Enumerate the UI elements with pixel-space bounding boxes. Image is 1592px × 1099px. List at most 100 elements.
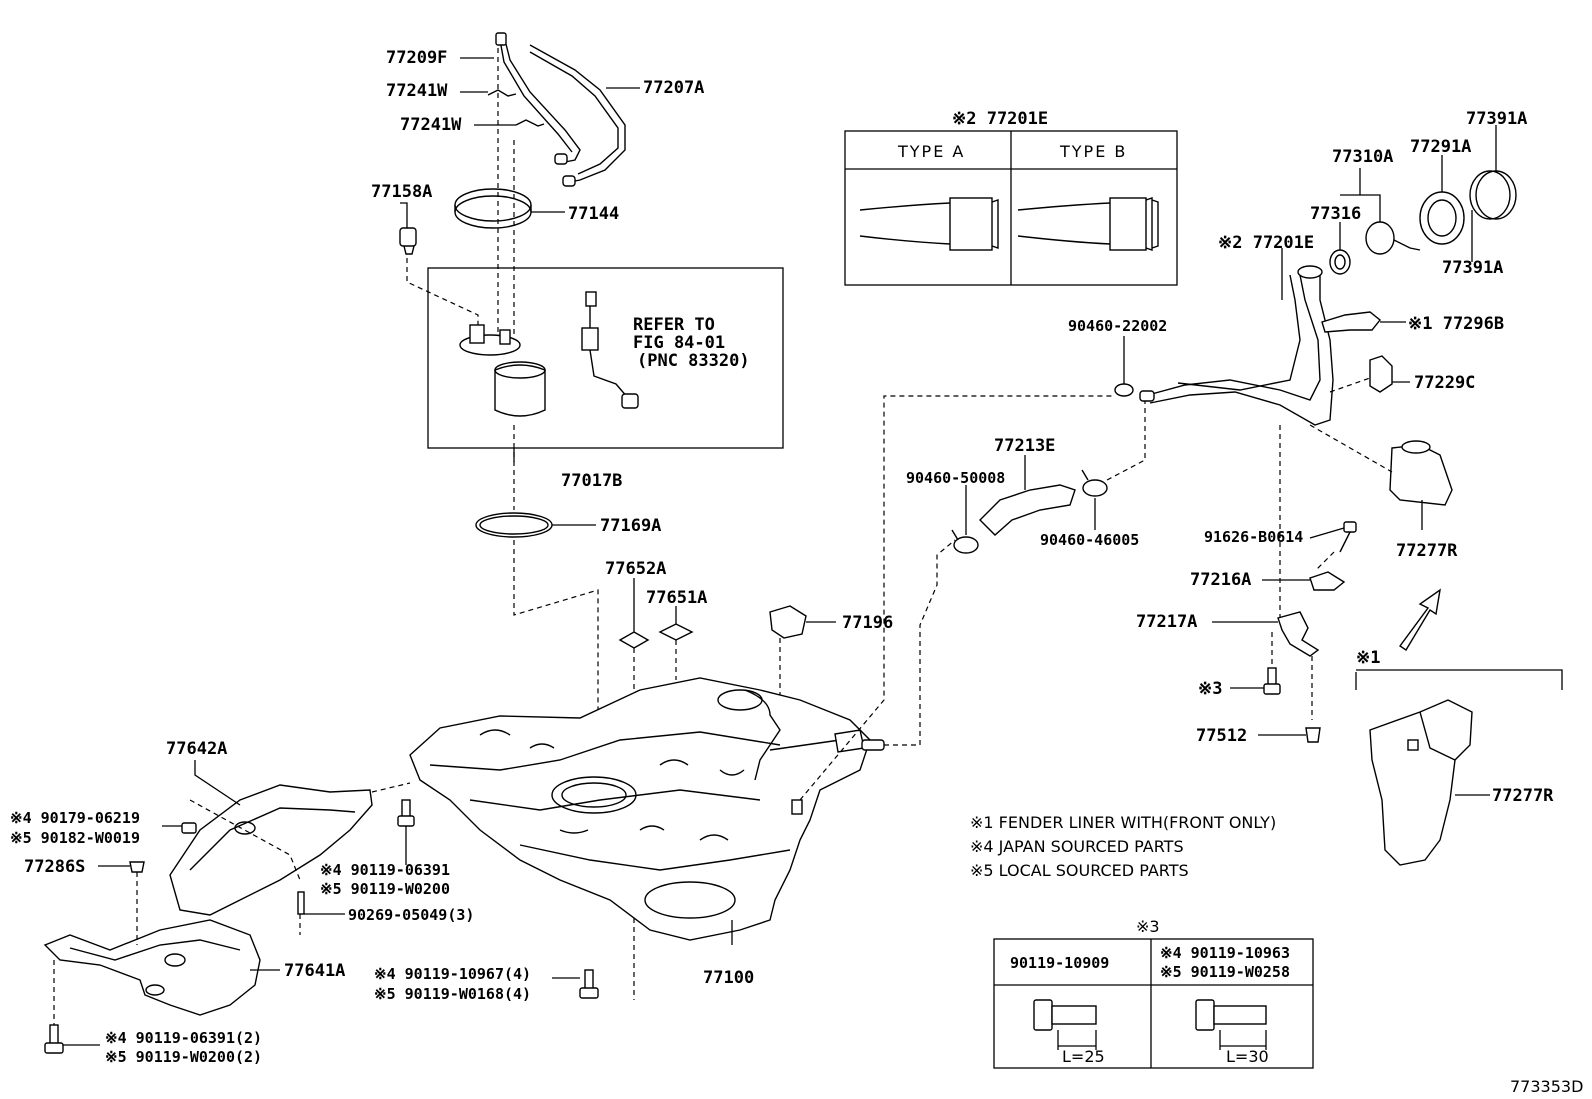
x3-table-title: ※3 — [1136, 917, 1160, 936]
bolt-490179-label: ※4 90179-06219 — [10, 809, 140, 827]
part-77017b-label: 77017B — [561, 471, 622, 491]
part-77391a-bottom-label: 77391A — [1442, 258, 1503, 278]
bolt-90269-05049 — [297, 891, 305, 915]
part-77229c-label: 77229C — [1414, 373, 1475, 393]
part-77296b-label: ※1 77296B — [1408, 314, 1504, 334]
fuel-pump-tube-77207a — [495, 32, 626, 187]
part-77217a-label: 77217A — [1136, 612, 1197, 632]
clamp-90460-22002 — [1114, 383, 1134, 397]
refer-pnc-text: (PNC 83320) — [637, 351, 750, 371]
part-77158a-label: 77158A — [371, 182, 432, 202]
fuel-pump-assembly-box — [427, 267, 784, 449]
bolt-90119-10967 — [579, 969, 599, 999]
pad-77652a — [618, 631, 650, 649]
bolt-90119-06391 — [397, 799, 415, 827]
part-77316-label: 77316 — [1310, 204, 1361, 224]
type-a-fitting — [859, 197, 999, 251]
bolt-590119-w0200-label: ※5 90119-W0200 — [320, 880, 450, 898]
bolt-x3 — [1263, 667, 1281, 695]
clamp-90460-22002-label: 90460-22002 — [1068, 317, 1167, 335]
gasket-77316 — [1329, 249, 1351, 275]
part-77642a-label: 77642A — [166, 739, 227, 759]
ring-77291a — [1419, 191, 1465, 245]
retainer-ring-77144 — [454, 188, 532, 229]
bolt-490119-06391-label: ※4 90119-06391 — [320, 861, 450, 879]
clamp-90460-50008 — [951, 529, 979, 554]
part-77286s-label: 77286S — [24, 857, 85, 877]
bolt-25-drawing — [1033, 999, 1097, 1050]
part-77277r-upper-label: 77277R — [1396, 541, 1458, 561]
gasket-77169a — [475, 512, 553, 538]
type-table-title: ※2 77201E — [952, 109, 1048, 129]
part-77512-label: 77512 — [1196, 726, 1247, 746]
x3-col2-part-a: ※4 90119-10963 — [1160, 944, 1290, 962]
x3-col2-part-b: ※5 90119-W0258 — [1160, 963, 1290, 981]
type-a-label: TYPE A — [897, 142, 965, 161]
clip-77286s — [129, 861, 145, 873]
bolt-90119-06391-2 — [44, 1024, 64, 1054]
bolt-90269-label: 90269-05049(3) — [348, 906, 474, 924]
bolt-x3-label: ※3 — [1198, 679, 1222, 699]
part-77207a-label: 77207A — [643, 78, 704, 98]
protector-77277r — [1389, 440, 1453, 506]
type-b-label: TYPE B — [1059, 142, 1127, 161]
clamp-77196 — [769, 605, 807, 639]
part-77652a-label: 77652A — [605, 559, 666, 579]
bracket-77216a — [1309, 571, 1346, 591]
insulator-77641a — [43, 919, 261, 1016]
fuel-cap-77310a — [1365, 221, 1421, 255]
refer-fig-text: FIG 84-01 — [633, 333, 725, 353]
part-77196-label: 77196 — [842, 613, 893, 633]
figure-id: 773353D — [1510, 1077, 1583, 1096]
part-77201e-main-label: ※2 77201E — [1218, 233, 1314, 253]
ring-77391a — [1469, 170, 1517, 220]
clip-77512 — [1305, 727, 1321, 743]
bolt-30-drawing — [1195, 999, 1267, 1050]
clamp-90460-50008-label: 90460-50008 — [906, 469, 1005, 487]
part-77641a-label: 77641A — [284, 961, 345, 981]
part-77216a-label: 77216A — [1190, 570, 1251, 590]
fuel-level-sender — [581, 291, 639, 409]
part-77277r-lower-label: 77277R — [1492, 786, 1554, 806]
note-japan-sourced: ※4 JAPAN SOURCED PARTS — [970, 837, 1184, 856]
bolt-25-length: L=25 — [1062, 1047, 1105, 1066]
part-77310a-label: 77310A — [1332, 147, 1393, 167]
fuel-pump-module — [459, 324, 546, 417]
filler-pipe-77201e — [1139, 265, 1334, 426]
bolt-590182-label: ※5 90182-W0019 — [10, 829, 140, 847]
pad-77651a — [658, 623, 694, 641]
part-77241w-upper-label: 77241W — [386, 81, 448, 101]
part-77651a-label: 77651A — [646, 588, 707, 608]
clip-77241w-lower — [515, 119, 545, 127]
part-77144-label: 77144 — [568, 204, 619, 224]
bolt-30-length: L=30 — [1226, 1047, 1269, 1066]
clip-77241w-upper — [487, 89, 517, 97]
bolt-590119-w0168-label: ※5 90119-W0168(4) — [374, 985, 531, 1003]
part-77291a-label: 77291A — [1410, 137, 1471, 157]
clamp-90460-46005-label: 90460-46005 — [1040, 531, 1139, 549]
part-77213e-label: 77213E — [994, 436, 1055, 456]
part-77100-label: 77100 — [703, 968, 754, 988]
x3-col1-part: 90119-10909 — [1010, 954, 1109, 972]
bolt-490119-10967-label: ※4 90119-10967(4) — [374, 965, 531, 983]
note-fender-liner: ※1 FENDER LINER WITH(FRONT ONLY) — [970, 813, 1276, 832]
sensor-77158a — [399, 227, 417, 255]
bolt-590119-w0200-2-label: ※5 90119-W0200(2) — [105, 1048, 262, 1066]
bolt-490119-06391-2-label: ※4 90119-06391(2) — [105, 1029, 262, 1047]
fuel-tank-77100 — [409, 677, 885, 941]
x3-bolt-table — [993, 938, 1314, 1069]
bolt-91626-label: 91626-B0614 — [1204, 528, 1303, 546]
part-77241w-lower-label: 77241W — [400, 115, 462, 135]
type-table — [844, 130, 1178, 286]
bolt-91626-b0614 — [1339, 521, 1357, 553]
refer-to-text: REFER TO — [633, 315, 715, 335]
protector-77277r-front — [1369, 699, 1473, 866]
type-b-fitting — [1017, 197, 1159, 251]
x1-bracket-label: ※1 — [1356, 648, 1380, 668]
part-77169a-label: 77169A — [600, 516, 661, 536]
note-local-sourced: ※5 LOCAL SOURCED PARTS — [970, 861, 1189, 880]
hose-77213e — [979, 484, 1076, 536]
insulator-77642a — [169, 784, 373, 916]
part-77391a-top-label: 77391A — [1466, 109, 1527, 129]
